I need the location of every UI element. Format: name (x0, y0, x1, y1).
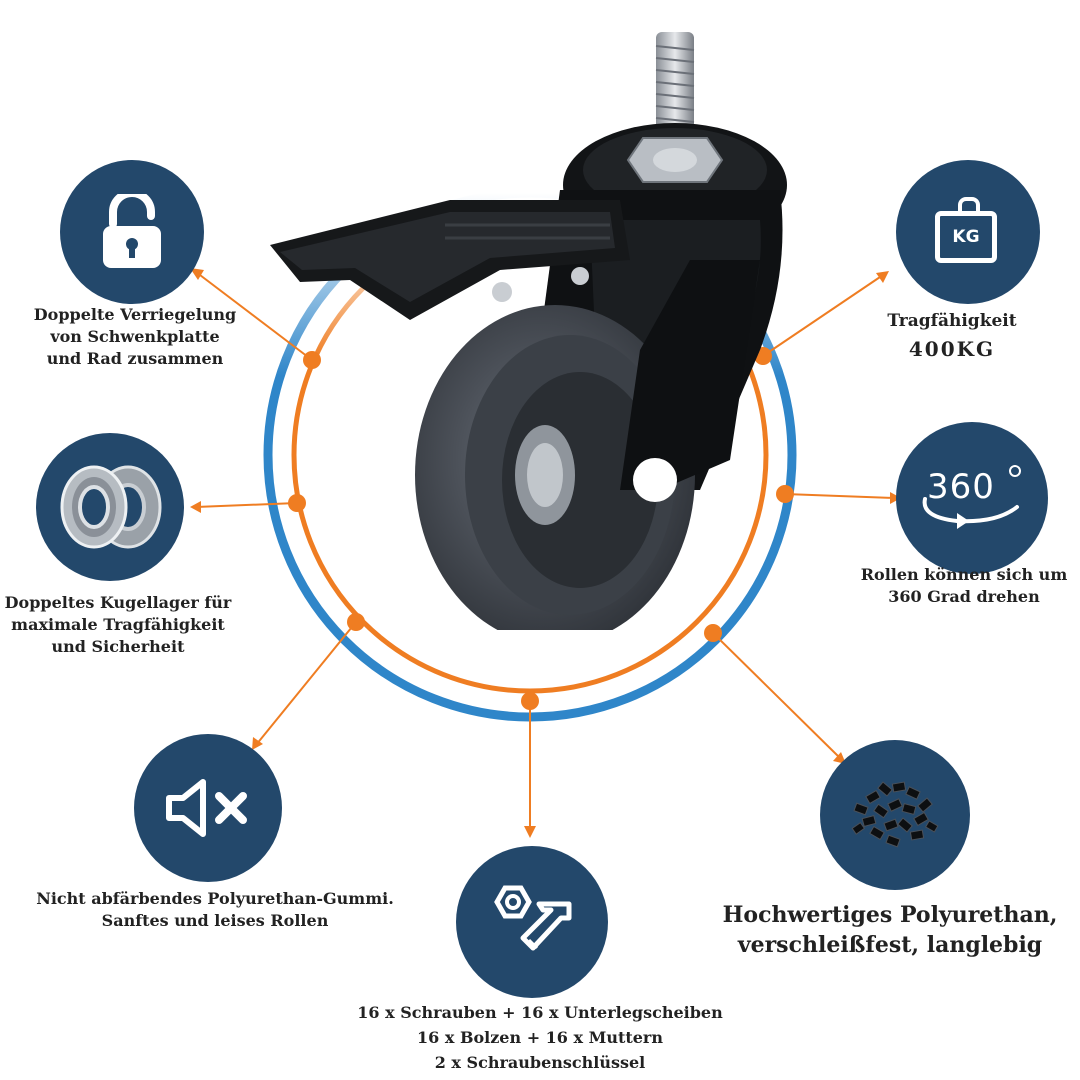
label-line: 360 Grad drehen (888, 587, 1040, 606)
degree-mark (1009, 465, 1021, 477)
label-line: Sanftes und leises Rollen (101, 911, 329, 930)
speaker-muted-icon (166, 779, 247, 837)
material-feature-icon-circle (820, 740, 970, 890)
label-line: Doppelte Verriegelung (33, 305, 237, 324)
hardware-feature-icon-circle (456, 846, 608, 998)
quiet-feature-icon-circle (134, 734, 282, 882)
capacity-value: 400KG (908, 337, 996, 361)
material-feature-label: Hochwertiges Polyurethan, verschleißfest… (700, 900, 1080, 960)
marker-dot (288, 494, 306, 512)
rotation-feature-icon-circle: 360 (896, 422, 1048, 574)
weight-kg-text: KG (935, 211, 997, 263)
label-line: 16 x Bolzen + 16 x Muttern (417, 1028, 663, 1047)
lock-feature-label: Doppelte Verriegelung von Schwenkplatte … (10, 304, 260, 370)
label-line: von Schwenkplatte (50, 327, 220, 346)
label-line: Nicht abfärbendes Polyurethan-Gummi. (36, 889, 394, 908)
connector-lines (195, 271, 896, 832)
hardware-feature-label: 16 x Schrauben + 16 x Unterlegscheiben 1… (330, 1000, 750, 1075)
rotate-360-text: 360 (927, 467, 995, 507)
label-line: Rollen können sich um (860, 565, 1068, 584)
marker-dot (303, 351, 321, 369)
label-line: und Rad zusammen (46, 349, 224, 368)
bearing-feature-label: Doppeltes Kugellager für maximale Tragfä… (0, 592, 236, 658)
padlock-open-icon (103, 194, 161, 268)
label-line: verschleißfest, langlebig (737, 932, 1043, 958)
rotation-arrow (922, 497, 1019, 529)
marker-dot (521, 692, 539, 710)
polyurethane-granules-icon (851, 781, 939, 848)
capacity-feature-label: Tragfähigkeit 400KG (860, 310, 1044, 360)
label-line: Doppeltes Kugellager für (4, 593, 232, 612)
weight-kg-icon: KG (933, 197, 1003, 267)
capacity-feature-icon-circle: KG (896, 160, 1040, 304)
caster-wheel-image (270, 32, 787, 630)
capacity-label: Tragfähigkeit (887, 311, 1017, 331)
rotation-feature-label: Rollen können sich um 360 Grad drehen (848, 564, 1080, 608)
label-line: und Sicherheit (51, 637, 185, 656)
label-line: Hochwertiges Polyurethan, (722, 902, 1058, 928)
quiet-feature-label: Nicht abfärbendes Polyurethan-Gummi. San… (20, 888, 410, 932)
label-line: 16 x Schrauben + 16 x Unterlegscheiben (357, 1003, 723, 1022)
label-line: 2 x Schraubenschlüssel (434, 1053, 646, 1072)
lock-feature-icon-circle (60, 160, 204, 304)
marker-dot (776, 485, 794, 503)
bearing-feature-icon-circle (36, 433, 184, 581)
marker-dot (704, 624, 722, 642)
weight-handle (958, 197, 980, 211)
label-line: maximale Tragfähigkeit (11, 615, 225, 634)
ball-bearing-icon (60, 465, 162, 549)
connector-arrowheads (190, 268, 901, 838)
bolt-nut-icon (494, 885, 572, 951)
marker-dot (347, 613, 365, 631)
rotate-360-icon: 360 (917, 463, 1027, 533)
